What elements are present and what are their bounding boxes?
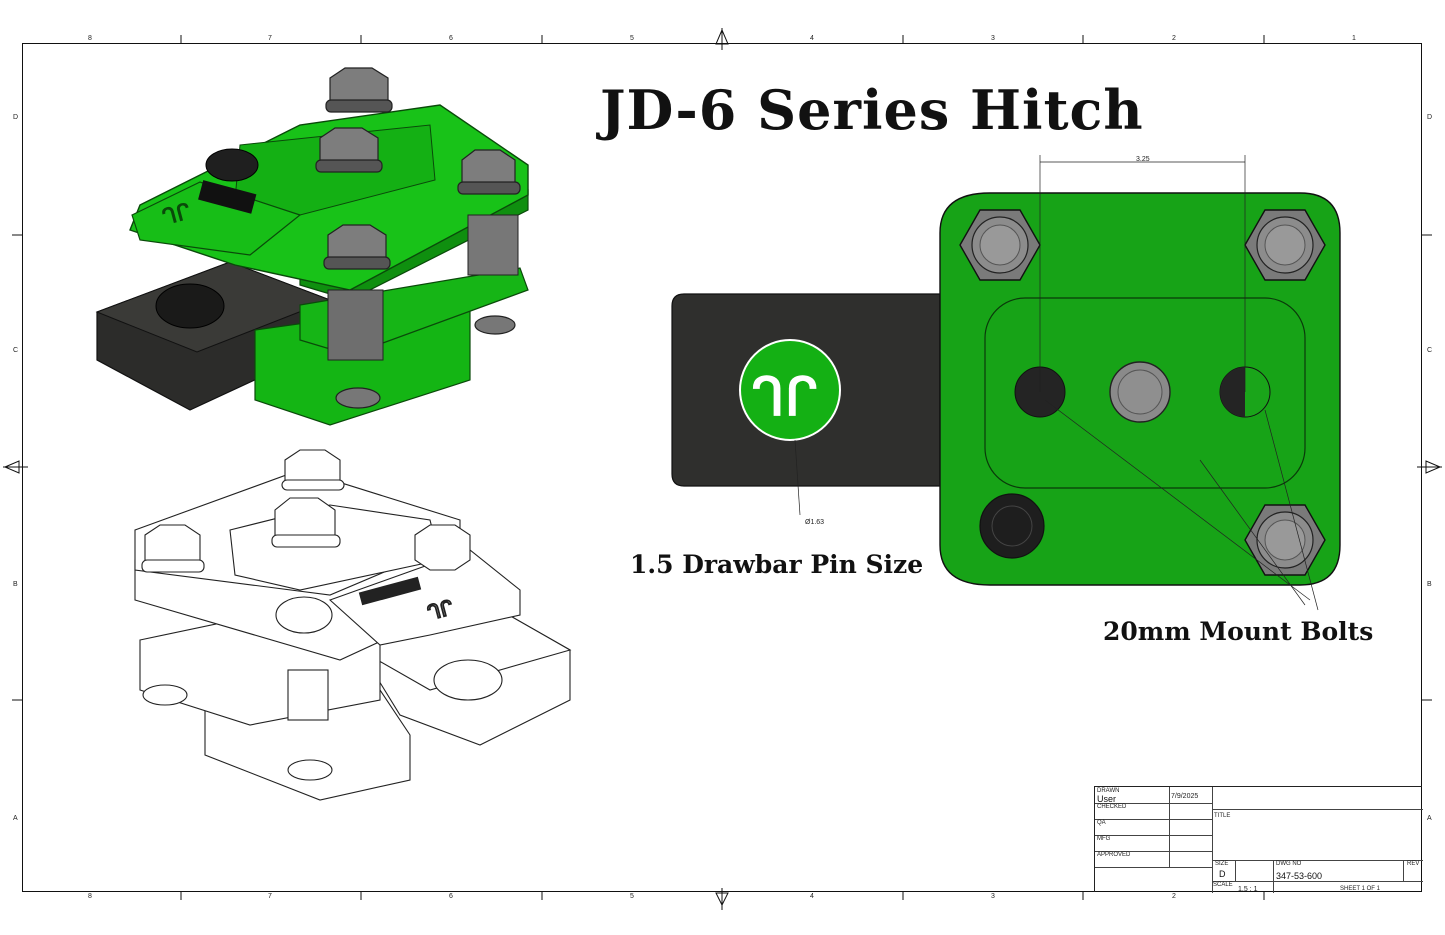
zone-col-5-top: 5 bbox=[630, 35, 634, 42]
plan-bolts bbox=[959, 209, 1326, 576]
bolt-spacing-dimension: 3.25 bbox=[1136, 156, 1150, 163]
zone-col-7-top: 7 bbox=[268, 35, 272, 42]
zone-col-8-bottom: 8 bbox=[88, 893, 92, 900]
iso-button bbox=[205, 148, 259, 182]
zone-row-a-right: A bbox=[1427, 815, 1432, 822]
zone-col-5-bottom: 5 bbox=[630, 893, 634, 900]
zone-row-c-left: C bbox=[13, 347, 19, 354]
zone-ticks bbox=[12, 35, 1432, 900]
scale-value: 1.5 : 1 bbox=[1238, 886, 1258, 893]
zone-row-c-right: C bbox=[1427, 347, 1433, 354]
pin-logo: ᒉᒋ bbox=[752, 368, 817, 428]
size-value: D bbox=[1219, 869, 1226, 879]
iso-line-badge bbox=[358, 576, 422, 606]
pin-hole bbox=[155, 283, 225, 329]
drawn-label: DRAWN bbox=[1097, 788, 1120, 794]
standoff-right bbox=[467, 214, 519, 276]
logo-tab bbox=[131, 181, 302, 256]
approved-label: APPROVED bbox=[1097, 852, 1131, 858]
zone-col-3-top: 3 bbox=[991, 35, 995, 42]
sheet-value: SHEET 1 OF 1 bbox=[1340, 886, 1380, 892]
iso-colored-view: ᒉᒋ bbox=[95, 67, 529, 426]
pin-diameter-dimension: Ø1.63 bbox=[805, 519, 825, 526]
raised-pad-plan bbox=[984, 297, 1306, 489]
plan-button bbox=[979, 493, 1045, 559]
pin-hole-plan bbox=[739, 339, 841, 441]
center-markers bbox=[3, 28, 1442, 910]
zone-col-6-bottom: 6 bbox=[449, 893, 453, 900]
drawn-by: User bbox=[1097, 794, 1117, 804]
pin-size-callout: 1.5 Drawbar Pin Size bbox=[630, 550, 924, 579]
dwg-no-label: DWG NO bbox=[1276, 861, 1302, 867]
zone-col-1-top: 1 bbox=[1352, 35, 1356, 42]
dim-lines bbox=[794, 155, 1319, 611]
standoff-front bbox=[327, 289, 384, 361]
qa-label: QA bbox=[1097, 820, 1106, 826]
top-view: ᒉᒋ bbox=[671, 155, 1341, 611]
logo-badge bbox=[198, 180, 257, 214]
zone-col-8-top: 8 bbox=[88, 35, 92, 42]
zone-col-4-top: 4 bbox=[810, 35, 814, 42]
scale-label: SCALE bbox=[1213, 882, 1233, 888]
iso-bolts bbox=[315, 67, 521, 409]
rev-label: REV bbox=[1407, 861, 1420, 867]
zone-row-d-right: D bbox=[1427, 114, 1433, 121]
iso-line-view: ᒉᒋ bbox=[134, 449, 572, 801]
zone-col-2-top: 2 bbox=[1172, 35, 1176, 42]
zone-col-2-bottom: 2 bbox=[1172, 893, 1176, 900]
size-label: SIZE bbox=[1215, 861, 1229, 867]
drawing-title: JD-6 Series Hitch bbox=[600, 78, 1144, 142]
mfg-label: MFG bbox=[1097, 836, 1111, 842]
mount-bolts-callout: 20mm Mount Bolts bbox=[1103, 617, 1374, 646]
zone-col-7-bottom: 7 bbox=[268, 893, 272, 900]
zone-col-3-bottom: 3 bbox=[991, 893, 995, 900]
zone-col-6-top: 6 bbox=[449, 35, 453, 42]
title-block: DRAWN User 7/9/2025 CHECKED QA MFG APPRO… bbox=[1094, 786, 1423, 893]
zone-row-a-left: A bbox=[13, 815, 18, 822]
zone-col-4-bottom: 4 bbox=[810, 893, 814, 900]
drawn-date: 7/9/2025 bbox=[1171, 793, 1199, 800]
dwg-no-value: 347-53-600 bbox=[1276, 871, 1323, 881]
checked-label: CHECKED bbox=[1097, 804, 1127, 810]
zone-row-b-right: B bbox=[1427, 581, 1432, 588]
zone-row-d-left: D bbox=[13, 114, 19, 121]
title-label: TITLE bbox=[1214, 813, 1231, 819]
mount-hole-right-shade bbox=[1220, 367, 1245, 417]
zone-row-b-left: B bbox=[13, 581, 18, 588]
